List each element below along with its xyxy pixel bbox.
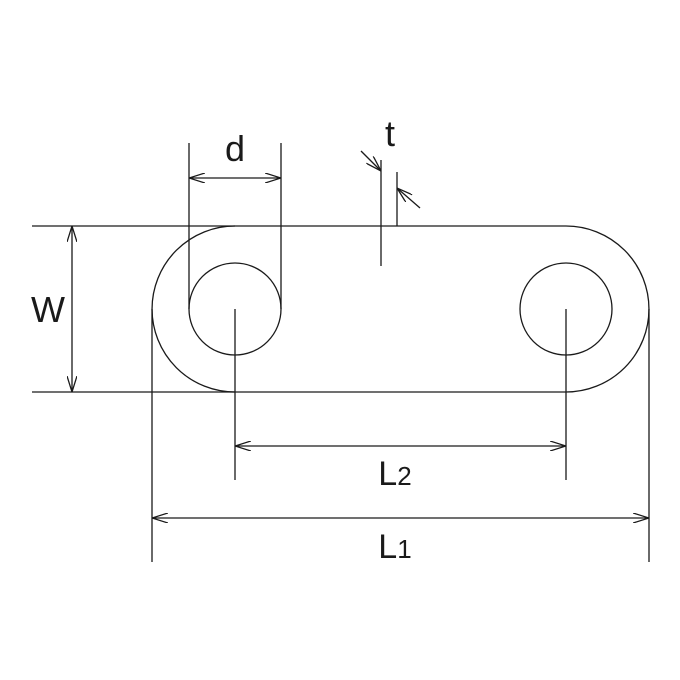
- hole-pitch-sub: 2: [397, 461, 411, 491]
- overall-length-main: L: [378, 528, 397, 566]
- width-label: W: [31, 289, 65, 330]
- overall-length-sub: 1: [397, 534, 411, 564]
- thickness-label: t: [385, 113, 395, 154]
- t-arrow-left: [360, 150, 381, 171]
- t-arrow-right: [397, 188, 421, 209]
- overall-length-label: L1: [378, 528, 411, 566]
- hole-pitch-main: L: [378, 455, 397, 493]
- plate-outline: [151, 225, 650, 393]
- hole-pitch-label: L2: [378, 455, 411, 493]
- diameter-label: d: [225, 128, 245, 169]
